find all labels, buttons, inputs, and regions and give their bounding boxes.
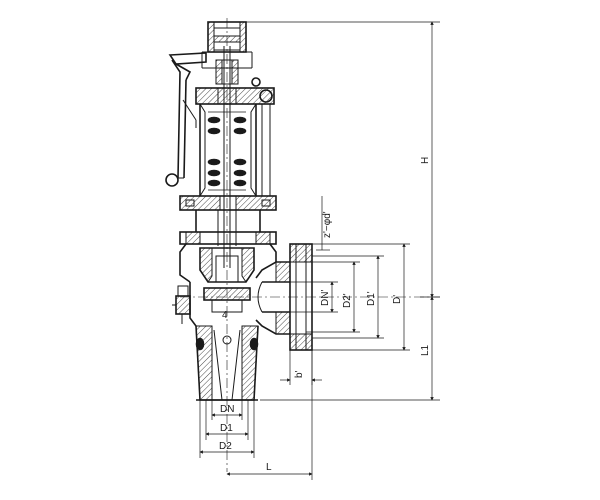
label-D1: D1 [220, 423, 233, 434]
dimensions: H L1 D' D1' D2' DN' z'−φd' b' [199, 21, 440, 480]
lifting-lever [165, 52, 207, 187]
svg-text:4: 4 [222, 310, 228, 321]
label-L: L [266, 462, 272, 473]
label-b-prime: b' [294, 370, 305, 378]
spindle [215, 46, 239, 268]
disc-assembly [199, 247, 255, 313]
adjusting-plug [172, 285, 191, 324]
top-cap [201, 21, 253, 69]
bonnet [195, 77, 275, 197]
label-L1: L1 [420, 344, 431, 356]
label-D-prime: D' [392, 295, 403, 304]
label-D2-prime: D2' [342, 293, 353, 308]
spring [207, 111, 247, 191]
label-D1-prime: D1' [366, 291, 377, 306]
body-flange [179, 231, 277, 283]
label-bolt-holes: z'−φd' [322, 211, 333, 238]
label-DN-prime: DN' [320, 290, 331, 306]
label-D2: D2 [219, 441, 232, 452]
label-H: H [420, 157, 431, 164]
valve-body-drawing: 4 [165, 18, 440, 472]
label-DN: DN [220, 404, 234, 415]
middle-flange [179, 195, 277, 246]
